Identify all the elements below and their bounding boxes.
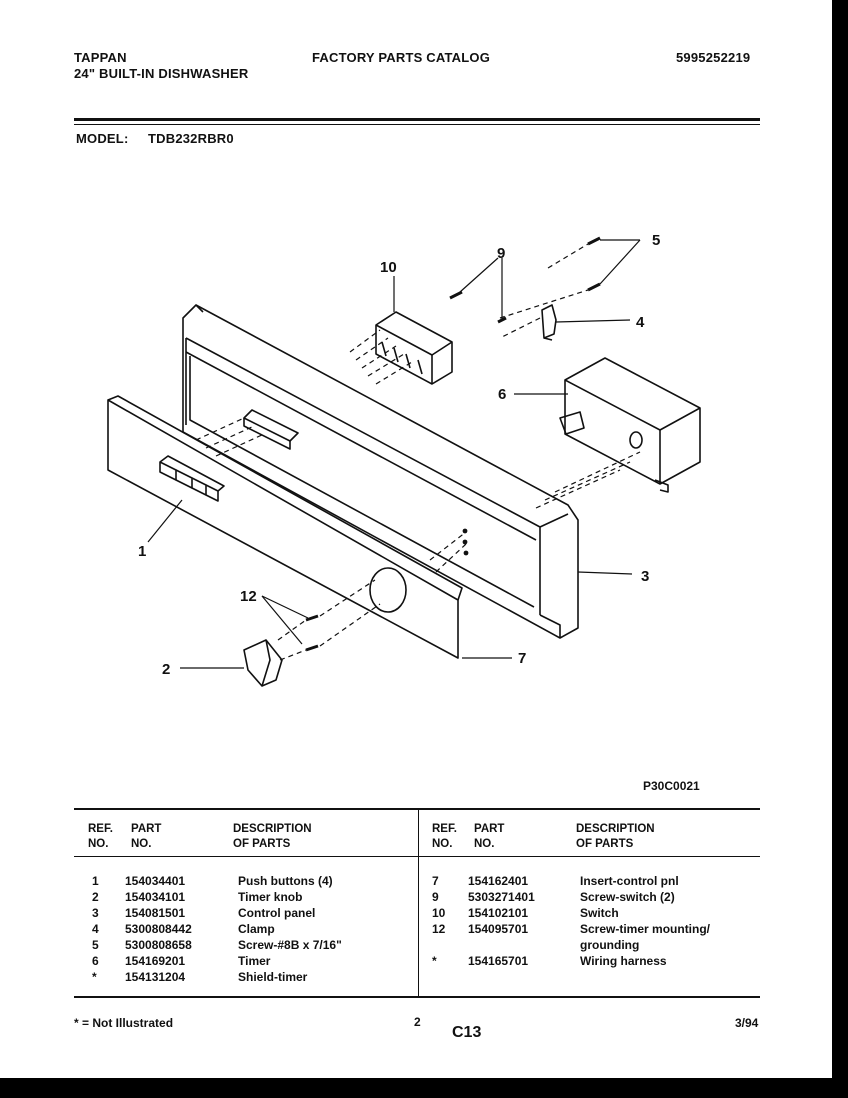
header-rule-thin [74,124,760,125]
not-illustrated-note: * = Not Illustrated [74,1016,174,1030]
table-cell-desc: Clamp [238,922,275,936]
brand-name: TAPPAN [74,50,127,65]
table-cell-part: 154034101 [125,890,186,904]
header-part: PART [131,823,162,835]
table-cell-desc: Switch [580,906,619,920]
table-cell-ref: 9 [432,890,439,904]
callout-12: 12 [240,588,257,605]
callout-6: 6 [498,386,506,403]
header-ref-right: REF. [432,823,457,835]
table-cell-desc: Wiring harness [580,954,667,968]
page-number: 2 [414,1015,421,1029]
header-of-parts: OF PARTS [233,838,291,850]
header-ref: REF. [88,823,113,835]
header-part-right: PART [474,823,505,835]
left-desc-column: Push buttons (4) Timer knob Control pane… [238,873,342,985]
scan-border-bottom [0,1078,848,1098]
table-cell-desc: Timer [238,954,271,968]
table-cell-desc: Push buttons (4) [238,874,333,888]
header-part-no: NO. [131,838,152,850]
right-ref-column: 7 9 10 12 * [432,873,445,969]
callout-5: 5 [652,232,660,249]
table-top-rule [74,808,760,810]
table-cell-part: 154162401 [468,874,529,888]
callout-4: 4 [636,314,645,331]
table-cell-ref: 1 [92,874,99,888]
table-cell-ref: * [92,970,97,984]
header-description: DESCRIPTION [233,823,312,835]
header-rule [74,118,760,121]
table-cell-part: 154102101 [468,906,529,920]
table-cell-part: 154131204 [125,970,186,984]
table-cell-part: 5300808658 [125,938,192,952]
product-name: 24" BUILT-IN DISHWASHER [74,66,249,81]
callout-10: 10 [380,259,397,276]
callout-1: 1 [138,543,146,560]
table-cell-part [468,937,535,953]
table-cell-ref: * [432,954,437,968]
right-part-column: 154162401 5303271401 154102101 154095701… [468,873,535,969]
exploded-parts-diagram: 10 9 5 4 6 3 1 12 2 7 [107,232,701,687]
callout-2: 2 [162,661,170,678]
table-cell-part: 154169201 [125,954,186,968]
table-cell-part: 154095701 [468,922,529,936]
table-cell-ref: 10 [432,906,446,920]
catalog-number: 5995252219 [676,50,751,65]
left-part-column: 154034401 154034101 154081501 5300808442… [125,873,192,985]
table-cell-part: 154165701 [468,954,529,968]
right-desc-column: Insert-control pnl Screw-switch (2) Swit… [580,873,710,969]
table-cell-desc: Control panel [238,906,316,920]
callout-7: 7 [518,650,526,667]
table-cell-part: 154081501 [125,906,186,920]
table-cell-desc: Screw-#8B x 7/16" [238,938,342,952]
revision-date: 3/94 [735,1016,759,1030]
table-cell-desc: Insert-control pnl [580,874,679,888]
table-cell-ref: 7 [432,874,439,888]
table-divider [418,810,419,996]
callout-3: 3 [641,568,649,585]
clamp-part [541,304,557,341]
header-part-no-right: NO. [474,838,495,850]
table-cell-desc: grounding [580,938,640,952]
table-cell-ref: 4 [92,922,99,936]
table-cell-part: 5303271401 [468,890,535,904]
table-cell-ref: 5 [92,938,99,952]
table-cell-desc: Shield-timer [238,970,308,984]
section-code: C13 [452,1024,482,1041]
table-cell-ref: 3 [92,906,99,920]
header-ref-no: NO. [88,838,109,850]
model-label: MODEL: [76,131,129,146]
table-header-rule [74,856,760,857]
table-cell-desc: Timer knob [238,890,303,904]
table-cell-part: 154034401 [125,874,186,888]
table-cell-ref: 12 [432,922,446,936]
table-cell-ref [432,937,445,953]
insert-control-panel [107,395,463,659]
left-ref-column: 1 2 3 4 5 6 * [92,873,99,985]
header-ref-no-right: NO. [432,838,453,850]
callout-9: 9 [497,245,505,262]
control-panel [182,304,579,639]
switch-part [375,311,453,385]
table-cell-ref: 2 [92,890,99,904]
table-cell-desc: Screw-timer mounting/ [580,922,711,936]
header-of-parts-right: OF PARTS [576,838,634,850]
timer-knob-part [243,639,283,687]
catalog-title: FACTORY PARTS CATALOG [312,50,491,65]
figure-code: P30C0021 [643,779,700,793]
timer-part [559,357,701,493]
scan-border-right [832,0,848,1098]
table-cell-desc: Screw-switch (2) [580,890,675,904]
header-description-right: DESCRIPTION [576,823,655,835]
model-value: TDB232RBR0 [148,131,234,146]
table-cell-part: 5300808442 [125,922,192,936]
table-cell-ref: 6 [92,954,99,968]
table-bottom-rule [74,996,760,998]
